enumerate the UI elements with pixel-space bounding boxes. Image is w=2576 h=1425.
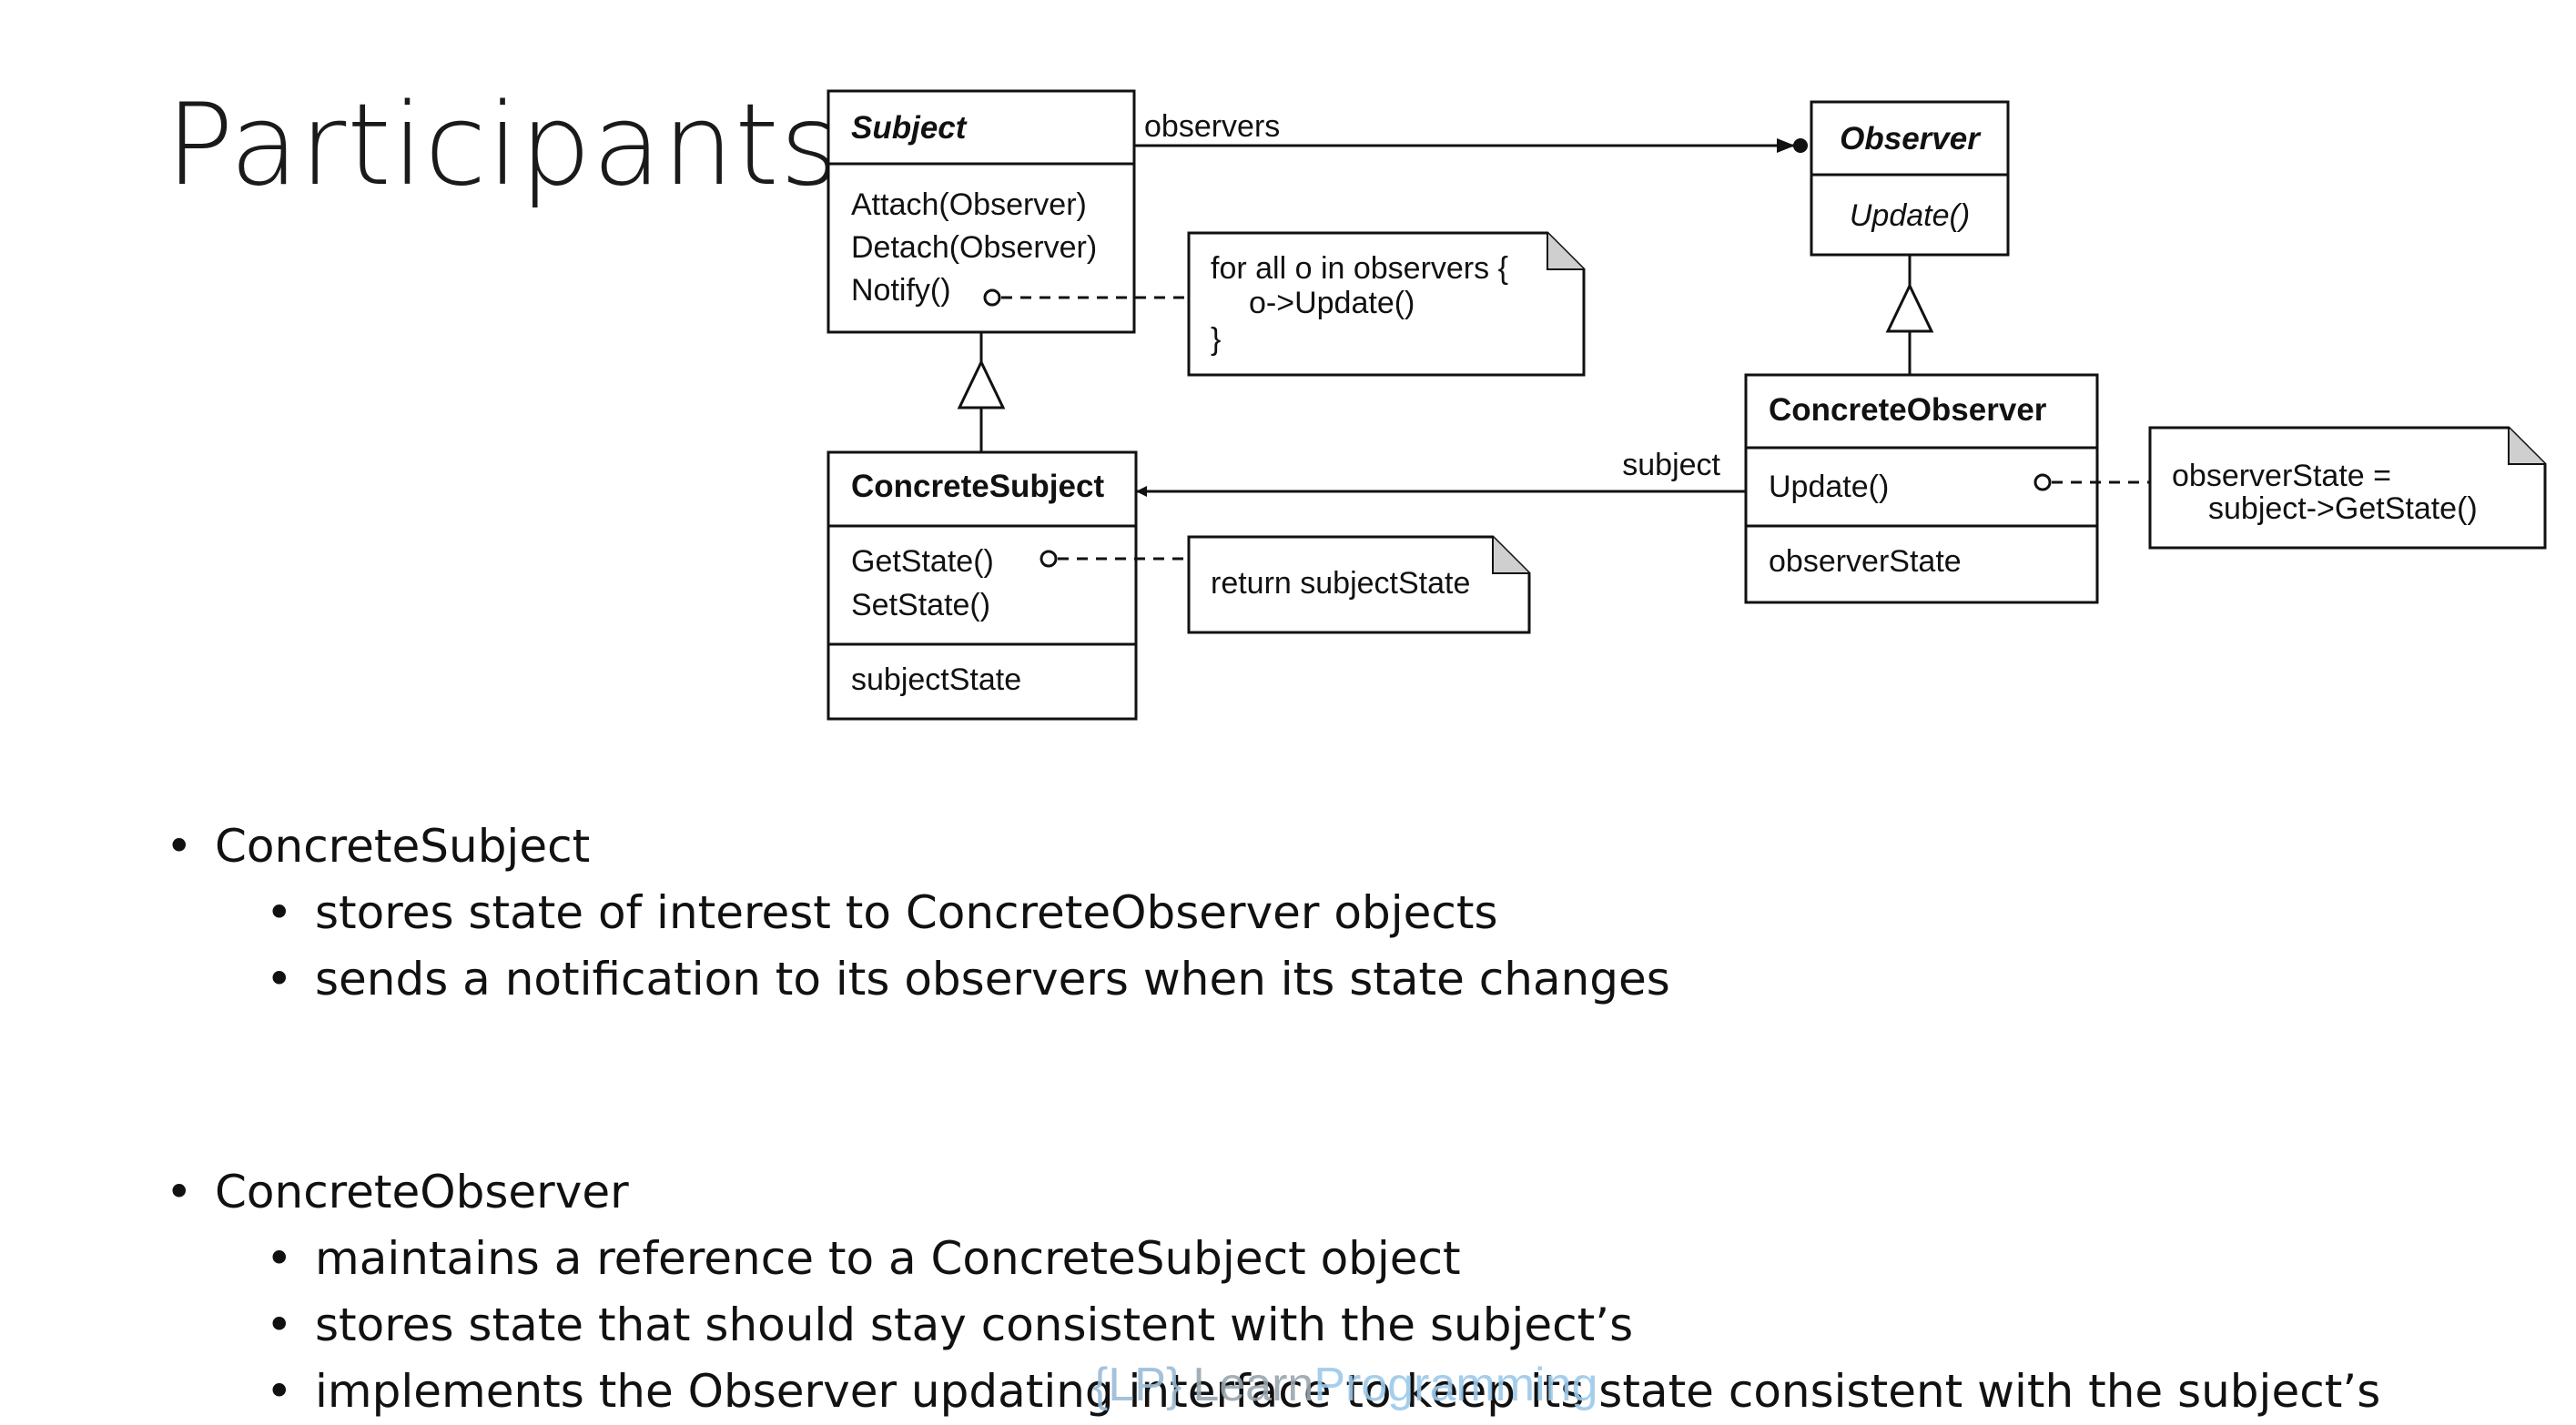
association-observers-label: observers <box>1144 109 1280 144</box>
association-observers: observers <box>1134 109 1808 153</box>
class-subject-method: Attach(Observer) <box>851 187 1087 222</box>
association-subject: subject <box>1136 448 1746 497</box>
bullet-concrete-subject: ConcreteSubject <box>166 813 2532 880</box>
class-subject-method: Notify() <box>851 273 951 308</box>
note-update-text: observerState = <box>2172 459 2391 493</box>
class-concrete-subject-name: ConcreteSubject <box>851 469 1104 504</box>
sub-bullet: sends a notification to its observers wh… <box>166 946 2532 1013</box>
note-get-state: return subjectState <box>1040 535 1531 634</box>
bullet-concrete-observer: ConcreteObserver <box>166 1158 2532 1226</box>
slide-title: Participants <box>166 80 840 211</box>
note-notify-text: o->Update() <box>1249 286 1415 320</box>
generalization-observer <box>1885 255 1934 375</box>
class-observer: Observer Update() <box>1810 100 2010 257</box>
class-concrete-subject: ConcreteSubject GetState() SetState() su… <box>827 450 1138 721</box>
sub-bullet: stores state that should stay consistent… <box>166 1292 2532 1359</box>
footer-logo: {LP}LearnProgramming <box>1092 1358 1597 1412</box>
note-get-state-text: return subjectState <box>1211 566 1470 601</box>
uml-class-diagram: Subject Attach(Observer) Detach(Observer… <box>827 89 2547 721</box>
logo-word-learn: Learn <box>1192 1359 1314 1411</box>
sub-bullet: maintains a reference to a ConcreteSubje… <box>166 1226 2532 1292</box>
note-update-text: subject->GetState() <box>2208 491 2478 526</box>
note-update: observerState = subject->GetState() <box>2033 426 2547 550</box>
class-concrete-subject-attribute: subjectState <box>851 662 1021 697</box>
class-subject-name: Subject <box>851 110 968 146</box>
class-observer-name: Observer <box>1840 121 1982 157</box>
class-concrete-observer-name: ConcreteObserver <box>1769 392 2047 428</box>
class-subject: Subject Attach(Observer) Detach(Observer… <box>827 89 1136 334</box>
class-observer-method: Update() <box>1850 198 1970 233</box>
sub-bullet: stores state of interest to ConcreteObse… <box>166 880 2532 946</box>
class-concrete-observer-attribute: observerState <box>1769 544 1962 579</box>
note-notify-text: } <box>1211 322 1221 357</box>
bullet-list: ConcreteSubject stores state of interest… <box>166 813 2532 1425</box>
class-subject-method: Detach(Observer) <box>851 230 1097 265</box>
note-notify: for all o in observers { o->Update() } <box>983 231 1586 377</box>
class-concrete-subject-method: SetState() <box>851 588 990 622</box>
logo-word-programming: Programming <box>1313 1359 1598 1411</box>
generalization-subject <box>957 332 1006 452</box>
logo-mark-icon: {LP} <box>1092 1359 1182 1411</box>
association-subject-label: subject <box>1622 448 1720 482</box>
class-concrete-subject-method: GetState() <box>851 544 994 579</box>
note-notify-text: for all o in observers { <box>1211 251 1508 286</box>
class-concrete-observer-method: Update() <box>1769 470 1889 504</box>
